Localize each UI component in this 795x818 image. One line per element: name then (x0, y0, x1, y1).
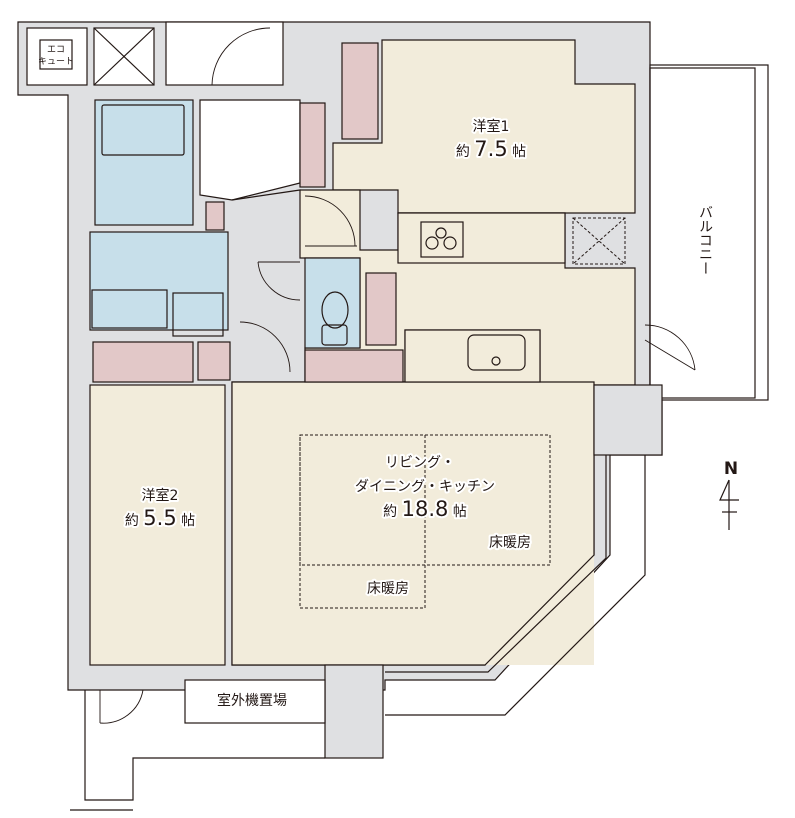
toilet-icon (321, 291, 349, 329)
burner-icon (443, 236, 457, 250)
balcony-inner-line (649, 67, 756, 399)
hall-storage[interactable] (304, 349, 404, 383)
washroom (89, 231, 229, 331)
exterior-wall-line (84, 690, 325, 801)
entrance-porch (165, 21, 284, 86)
outdoor-unit-area (184, 679, 326, 724)
sink-icon (467, 334, 526, 371)
closet-room-1[interactable] (341, 42, 379, 140)
balcony-door-swing[interactable] (644, 324, 696, 371)
room2-area: 約 5.5 帖 (125, 506, 195, 530)
floor-heating-area (299, 434, 426, 609)
room2-door-swing[interactable] (239, 321, 291, 373)
bathroom (94, 99, 194, 226)
room2-name: 洋室2 (142, 487, 179, 504)
ldk-name-line2: ダイニング・キッチン (355, 479, 495, 495)
outdoor-unit-label: 室外機置場 (217, 692, 287, 709)
pipe-space-cross (93, 27, 155, 86)
ldk-area: 約 18.8 帖 (383, 497, 467, 521)
floor-heating-label: 床暖房 (489, 535, 531, 551)
pantry[interactable] (365, 272, 397, 346)
shoe-storage[interactable] (299, 102, 326, 188)
kitchen-island (404, 329, 541, 383)
hall-closet[interactable] (197, 341, 231, 381)
washing-machine-pan (172, 292, 224, 337)
toilet-room (304, 257, 361, 349)
fridge-space (572, 217, 626, 265)
room1-area: 約 7.5 帖 (456, 137, 526, 161)
eco-cute-box (39, 39, 73, 70)
bathtub (101, 104, 185, 156)
north-label: N (724, 459, 738, 479)
exterior-line (385, 455, 646, 716)
entrance-genkan (199, 99, 301, 201)
burner-icon (435, 227, 447, 239)
closet-room-2[interactable] (92, 341, 194, 383)
north-arrow-icon: N (719, 459, 739, 530)
linen-storage[interactable] (205, 201, 225, 231)
exterior-column (324, 664, 384, 759)
fridge-space-cross (572, 217, 626, 265)
vanity-sink (91, 289, 168, 329)
fridge-space-cross (572, 217, 626, 265)
eco-cute-label-2: キュート (38, 57, 74, 67)
stove-icon (420, 221, 464, 258)
north-arrow-head (719, 479, 739, 501)
room1-name: 洋室1 (473, 118, 510, 135)
washroom-door-swing[interactable] (257, 261, 301, 301)
front-door-swing[interactable] (211, 27, 271, 86)
eco-cute-label-1: エコ (47, 45, 65, 55)
ldk-name-line1: リビング・ (385, 455, 455, 471)
burner-icon (425, 236, 439, 250)
structural-column (593, 384, 663, 456)
toilet-tank-icon (321, 324, 348, 346)
window-line (385, 455, 607, 673)
ldk-floor (232, 382, 594, 665)
service-door-swing[interactable] (99, 689, 144, 724)
floor-heating-label: 床暖房 (367, 581, 409, 597)
toilet-door-swing[interactable] (304, 195, 357, 247)
drain-icon (491, 356, 501, 366)
kitchen-back-counter (397, 212, 566, 264)
western-room-2 (89, 384, 226, 666)
balcony-label: バルコニー (697, 205, 713, 275)
balcony (649, 64, 769, 401)
